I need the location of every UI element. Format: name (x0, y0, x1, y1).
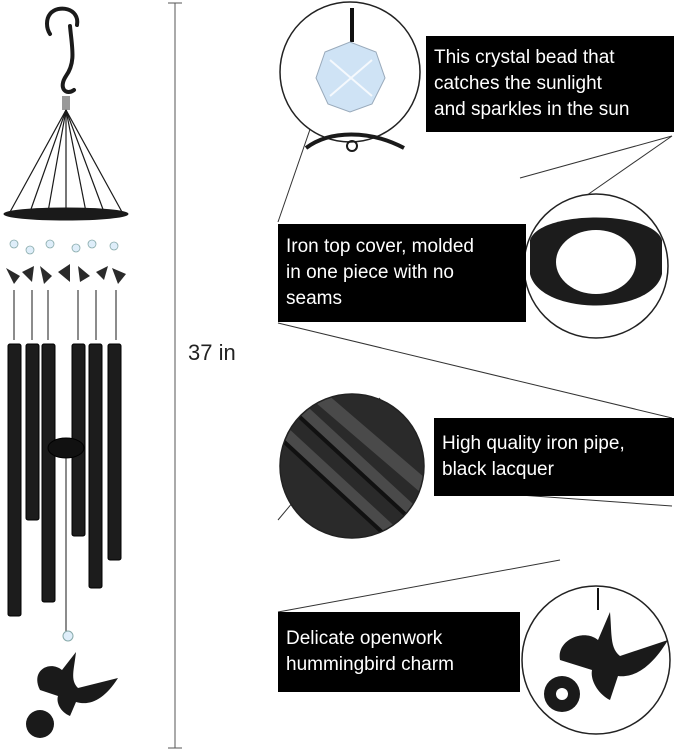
s-hook-icon (45, 6, 80, 95)
callout-top-cover-line-3: seams (286, 288, 342, 309)
callout-pipe-line-2: black lacquer (442, 459, 554, 480)
callout-crystal-line-1: This crystal bead that (434, 47, 615, 68)
callout-charm: Delicate openwork hummingbird charm (278, 612, 520, 692)
callout-top-cover-line-2: in one piece with no (286, 262, 454, 283)
callout-pipe: High quality iron pipe, black lacquer (434, 418, 674, 496)
pipes (7, 343, 122, 617)
height-label: 37 in (188, 340, 236, 365)
height-measure (168, 2, 182, 749)
hummingbird-charm-icon (544, 612, 668, 712)
wind-chime (3, 6, 129, 738)
callout-crystal-line-3: and sparkles in the sun (434, 99, 630, 120)
callout-top-cover: Iron top cover, molded in one piece with… (278, 224, 526, 322)
top-cover (3, 207, 129, 221)
callout-crystal: This crystal bead that catches the sunli… (426, 36, 674, 132)
iron-pipe-detail (279, 393, 425, 539)
hummingbird-charm-detail (521, 585, 671, 735)
hummingbird-row (6, 264, 126, 284)
crystal-bead-detail (279, 1, 421, 152)
callout-charm-line-1: Delicate openwork (286, 628, 443, 649)
top-cover-detail (523, 193, 669, 339)
crystal-beads (9, 239, 119, 255)
callout-charm-line-2: hummingbird charm (286, 654, 454, 675)
callout-pipe-line-1: High quality iron pipe, (442, 433, 625, 454)
callout-crystal-line-2: catches the sunlight (434, 73, 602, 94)
bottom-hummingbird-charm (26, 652, 118, 738)
callout-top-cover-line-1: Iron top cover, molded (286, 236, 474, 257)
